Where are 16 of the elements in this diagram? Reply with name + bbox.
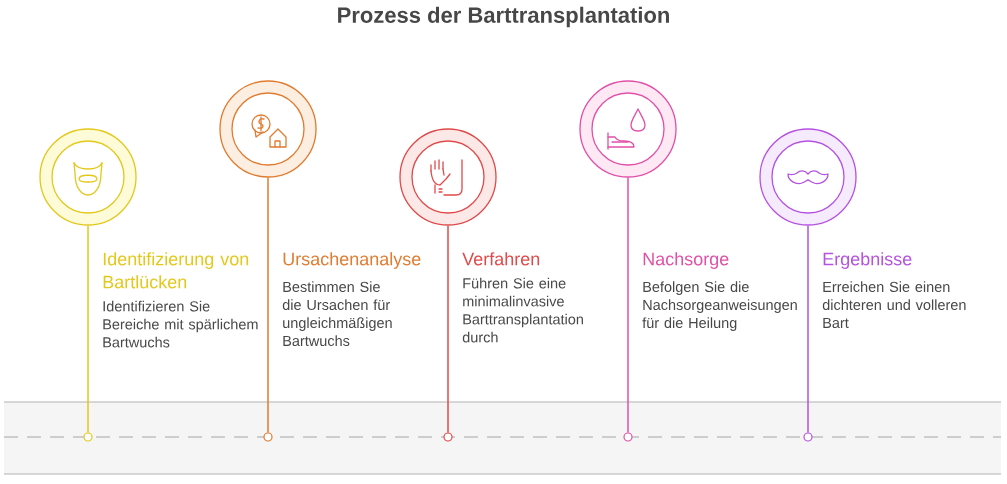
step-heading: Nachsorge [643, 252, 729, 269]
title: Prozess der Barttransplantation [338, 6, 669, 28]
connector-line [87, 224, 89, 434]
step-heading: Identifizierung von Bartlücken [103, 252, 249, 289]
step-description: Bestimmen Sie die Ursachen für ungleichmäßigen Bartwuchs [282, 281, 392, 346]
step-description: Führen Sie eine minimalinvasive Barttransplantation durch [462, 277, 583, 343]
connector-line [267, 176, 269, 434]
step-heading: Verfahren [462, 252, 540, 266]
step-description: Befolgen Sie die Nachsorgeanweisungen für die Heilung [642, 281, 797, 331]
connector-line [447, 224, 449, 434]
connector-line [627, 176, 629, 434]
step-description: Identifizieren Sie Bereiche mit spärlichem Bartwuchs [103, 300, 258, 348]
connector-line [807, 224, 809, 434]
step-heading: Ursachenanalyse [283, 252, 421, 269]
step-heading: Ergebnisse [823, 252, 912, 269]
step-description: Erreichen Sie einen dichteren und volleren Bart [822, 281, 966, 328]
